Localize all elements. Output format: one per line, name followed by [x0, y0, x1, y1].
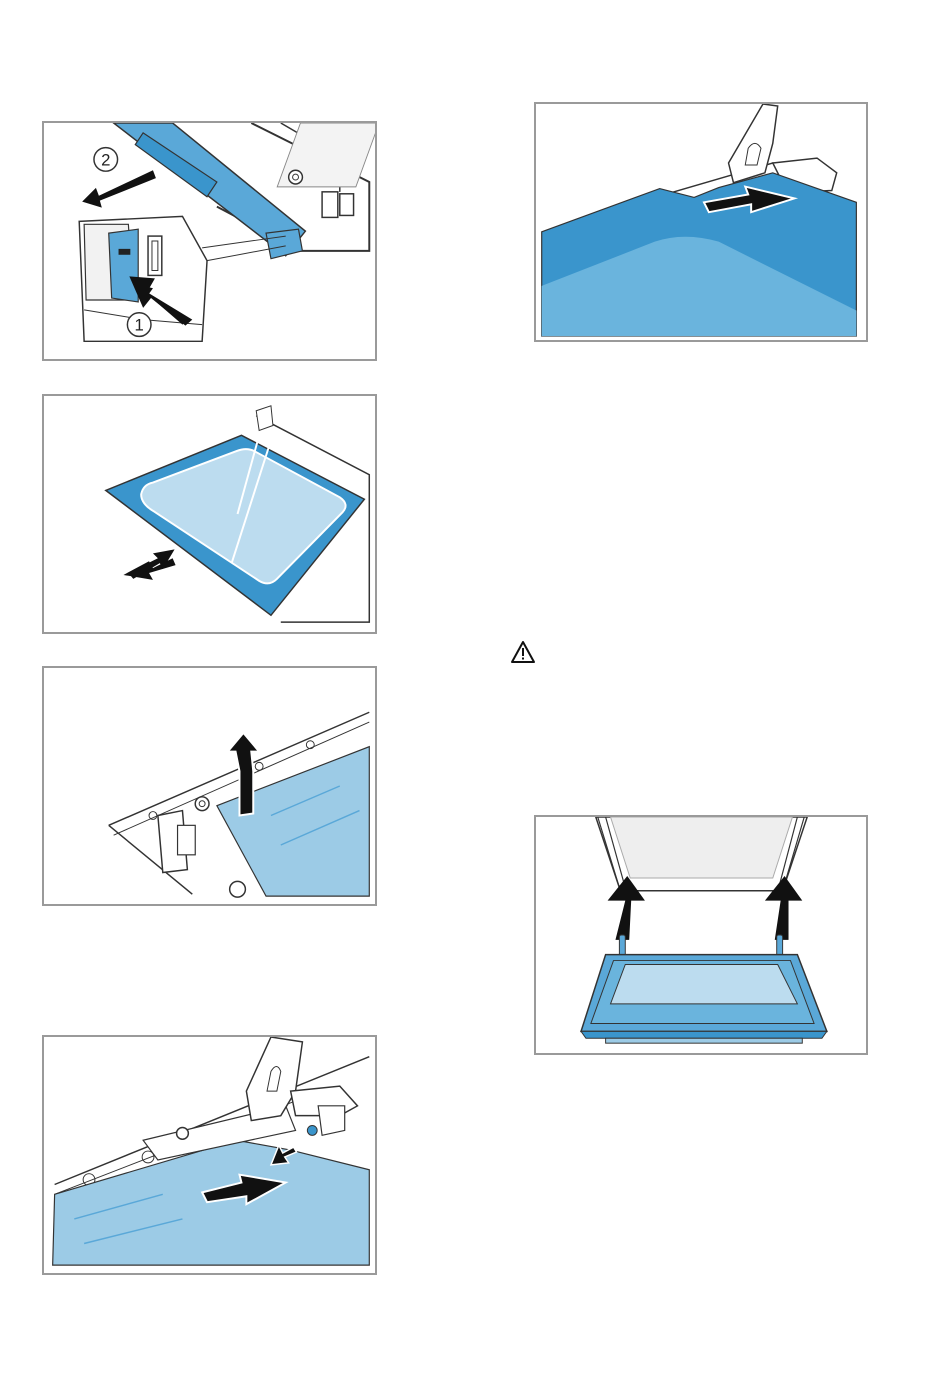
clip-icon [109, 229, 139, 302]
step-2-label: 2 [101, 150, 110, 169]
glass-removal-illustration [44, 396, 375, 632]
slide-pane-illustration [536, 104, 866, 340]
clip-removal-illustration: 2 1 [44, 123, 375, 359]
figure-glass-removal [42, 394, 377, 634]
figure-insert-pane [42, 1035, 377, 1275]
figure-reattach-door [534, 815, 868, 1055]
lift-pane-illustration [44, 668, 375, 904]
insert-pane-illustration [44, 1037, 375, 1273]
step-1-label: 1 [135, 315, 144, 334]
figure-slide-pane [534, 102, 868, 342]
warning-triangle-icon [510, 640, 536, 664]
figure-clip-removal: 2 1 [42, 121, 377, 361]
figure-lift-pane [42, 666, 377, 906]
reattach-door-illustration [536, 817, 866, 1053]
arrow-icon [82, 170, 156, 207]
